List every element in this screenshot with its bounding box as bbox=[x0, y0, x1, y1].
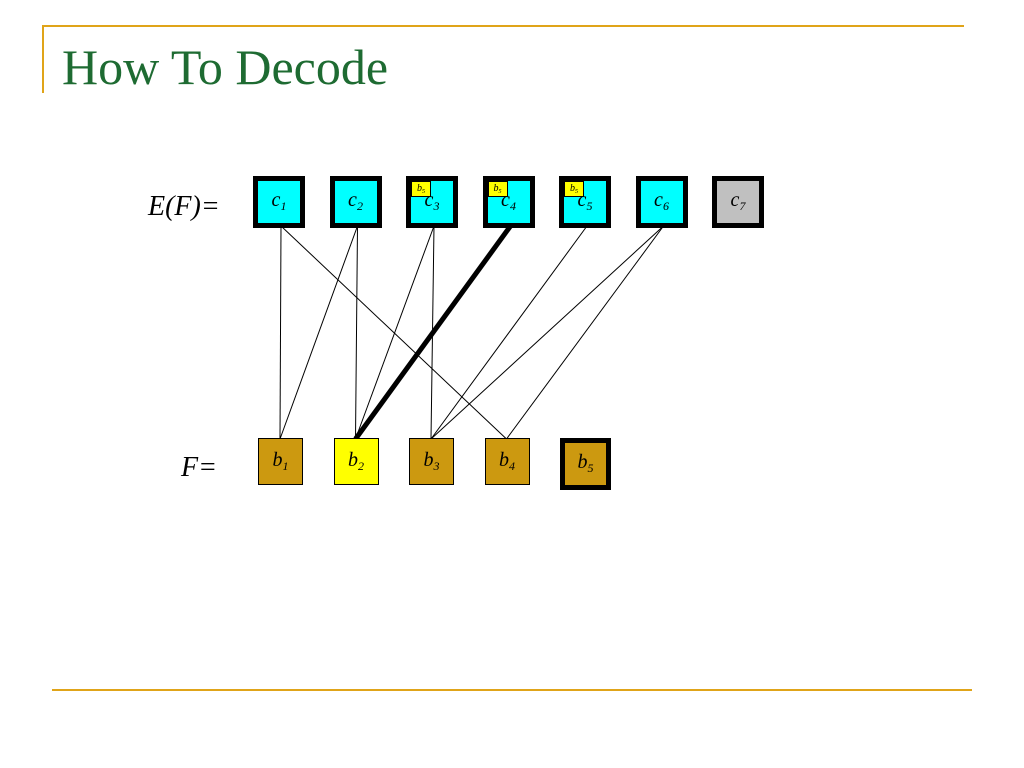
recovered-value-tag: b5 bbox=[564, 181, 584, 197]
tag-index: 5 bbox=[575, 189, 578, 195]
block-label: b5 bbox=[565, 452, 606, 474]
block-letter: c bbox=[730, 188, 740, 211]
block-label: b4 bbox=[486, 449, 529, 471]
edge-c1-b1 bbox=[279, 225, 282, 440]
block-label: c2 bbox=[335, 190, 377, 212]
block-index: 6 bbox=[662, 198, 669, 213]
block-letter: c bbox=[348, 188, 357, 211]
edge-c3-b2 bbox=[355, 225, 435, 440]
block-label: c3 bbox=[411, 190, 453, 212]
block-index: 1 bbox=[282, 458, 289, 473]
edge-c6-b4 bbox=[506, 225, 664, 440]
block-letter: b bbox=[499, 448, 509, 471]
check-block-c1: c1 bbox=[253, 176, 305, 228]
block-letter: c bbox=[654, 188, 663, 211]
block-label: c4 bbox=[488, 190, 530, 212]
edge-c1-b4 bbox=[280, 225, 507, 440]
tag-letter: b bbox=[417, 183, 422, 194]
block-letter: c bbox=[424, 188, 434, 211]
edge-c4-b2 bbox=[353, 224, 513, 441]
block-index: 2 bbox=[358, 458, 364, 473]
check-block-c7: c7 bbox=[712, 176, 764, 228]
block-index: 1 bbox=[280, 198, 287, 213]
block-index: 4 bbox=[509, 458, 515, 473]
source-block-b5: b5 bbox=[560, 438, 611, 490]
block-letter: b bbox=[577, 450, 588, 473]
block-label: c7 bbox=[717, 190, 759, 212]
tag-letter: b bbox=[570, 183, 575, 194]
encoded-file-label: E(F)= bbox=[148, 191, 220, 222]
bottom-rule bbox=[52, 689, 972, 691]
left-rule bbox=[42, 25, 44, 93]
block-letter: c bbox=[501, 188, 510, 211]
block-letter: b bbox=[423, 448, 434, 471]
block-label: c5 bbox=[564, 190, 606, 212]
block-label: c1 bbox=[258, 190, 300, 212]
block-label: b2 bbox=[335, 449, 378, 471]
block-label: c6 bbox=[641, 190, 683, 212]
slide-title: How To Decode bbox=[62, 39, 389, 95]
block-label: b1 bbox=[259, 449, 302, 471]
block-index: 5 bbox=[586, 198, 593, 213]
source-block-b1: b1 bbox=[258, 438, 303, 485]
edge-c5-b3 bbox=[430, 225, 588, 440]
source-block-b3: b3 bbox=[409, 438, 454, 485]
block-index: 4 bbox=[509, 198, 516, 213]
source-block-b4: b4 bbox=[484, 438, 530, 485]
tag-index: 5 bbox=[422, 189, 425, 195]
tag-letter: b bbox=[493, 183, 499, 194]
block-letter: b bbox=[348, 448, 358, 471]
check-block-c6: c6 bbox=[635, 176, 688, 228]
block-index: 5 bbox=[587, 460, 594, 475]
top-rule bbox=[42, 25, 964, 27]
block-letter: c bbox=[577, 188, 587, 211]
block-index: 2 bbox=[356, 198, 363, 213]
source-block-b2: b2 bbox=[333, 438, 379, 485]
recovered-value-tag: b5 bbox=[411, 181, 431, 197]
edge-c2-b1 bbox=[279, 225, 358, 440]
block-index: 3 bbox=[433, 198, 440, 213]
tag-index: 5 bbox=[498, 189, 502, 195]
edge-c6-b3 bbox=[430, 225, 664, 440]
recovered-value-tag: b5 bbox=[487, 181, 508, 197]
block-letter: b bbox=[272, 448, 283, 471]
file-label: F= bbox=[181, 452, 217, 483]
check-block-c2: c2 bbox=[329, 176, 382, 228]
edge-c2-b2 bbox=[355, 225, 358, 440]
block-index: 7 bbox=[739, 198, 746, 213]
block-label: b3 bbox=[410, 449, 453, 471]
block-letter: c bbox=[271, 188, 281, 211]
block-index: 3 bbox=[433, 458, 440, 473]
